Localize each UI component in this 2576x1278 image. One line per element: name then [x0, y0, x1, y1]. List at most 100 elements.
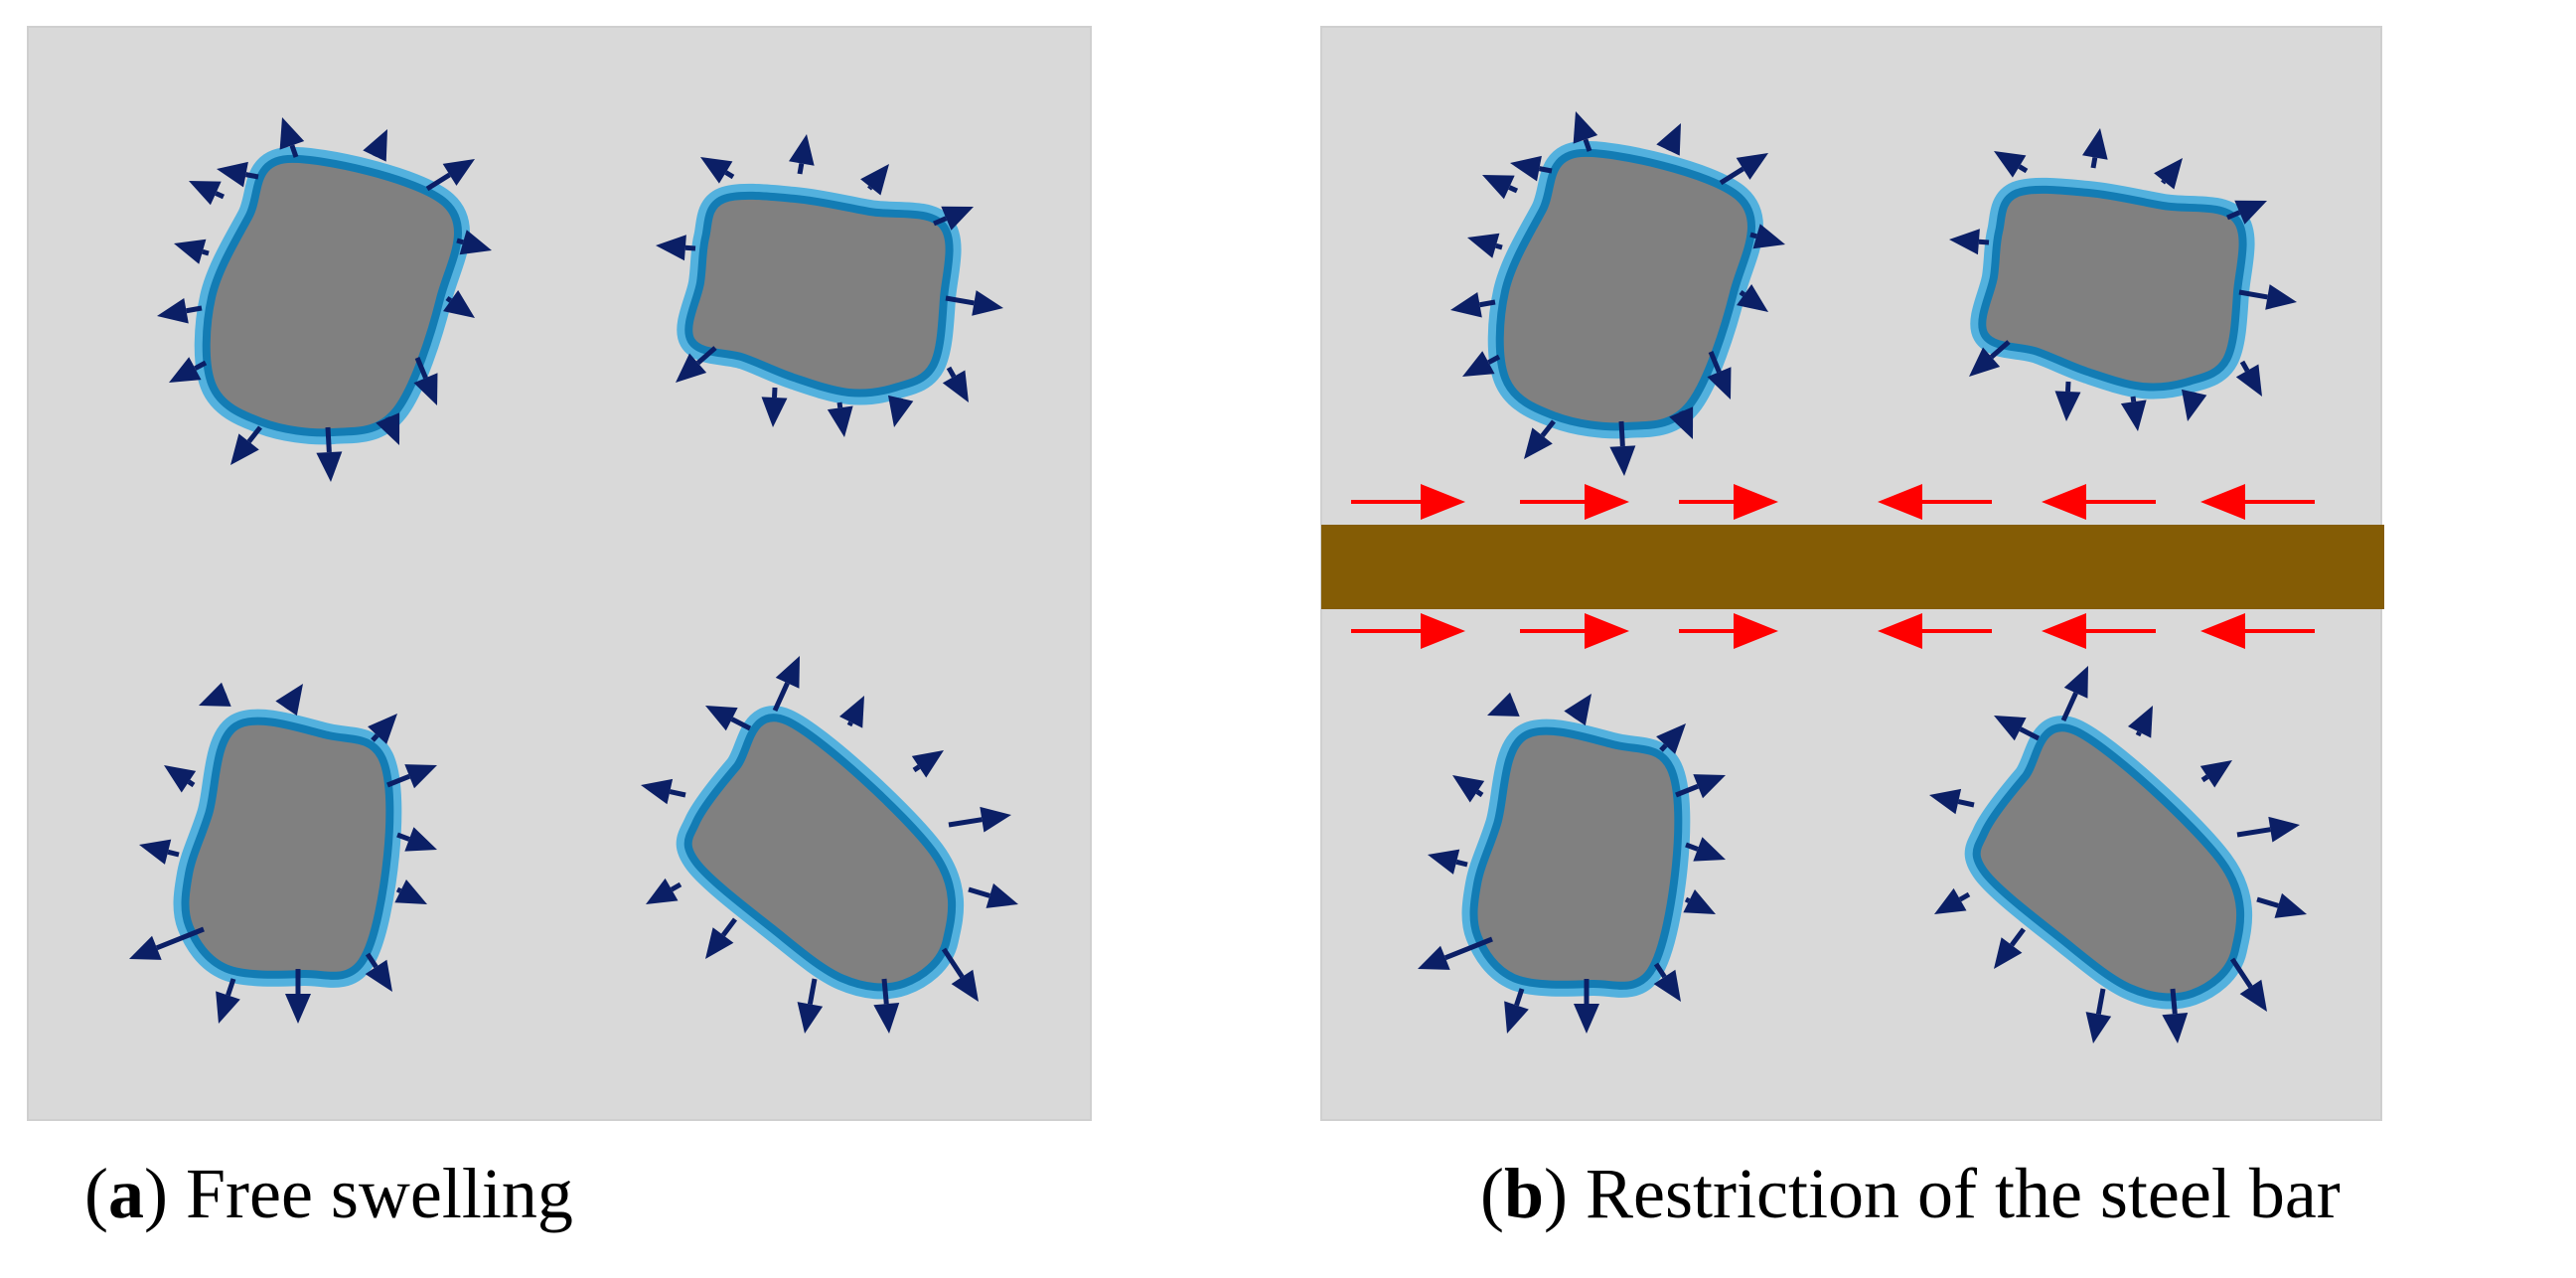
arrow-outward-icon: [1609, 420, 1636, 476]
arrow-outward-icon: [1656, 723, 1686, 754]
aggregate-particle: [129, 682, 437, 1024]
arrow-outward-icon: [873, 978, 900, 1034]
arrow-outward-icon: [2082, 128, 2108, 169]
aggregate-core: [1986, 193, 2239, 384]
arrow-outward-icon: [217, 161, 259, 188]
arrow-outward-icon: [1524, 419, 1556, 459]
aggregate-particle: [1929, 666, 2307, 1043]
arrow-outward-icon: [2238, 284, 2297, 310]
arrow-outward-icon: [425, 159, 475, 192]
panel-b-letter: b: [1503, 1154, 1545, 1233]
arrow-outward-icon: [2256, 892, 2307, 918]
arrow-outward-icon: [676, 346, 717, 383]
arrow-outward-icon: [887, 395, 914, 427]
arrow-outward-icon: [1994, 927, 2026, 969]
arrow-outward-icon: [279, 117, 305, 158]
arrow-outward-icon: [1934, 887, 1971, 914]
arrow-outward-icon: [157, 297, 203, 324]
arrow-outward-icon: [285, 969, 311, 1024]
arrow-outward-icon: [396, 827, 437, 852]
arrow-outward-icon: [174, 239, 210, 264]
arrow-outward-icon: [933, 206, 974, 231]
aggregate-core: [210, 162, 454, 429]
arrow-outward-icon: [1685, 837, 1726, 862]
arrow-outward-icon: [139, 839, 180, 865]
arrow-outward-icon: [1719, 153, 1768, 186]
aggregate-core: [692, 199, 946, 390]
arrow-outward-icon: [199, 682, 231, 707]
arrow-outward-icon: [942, 366, 969, 402]
arrow-restraint-icon: [2042, 613, 2156, 649]
arrow-outward-icon: [827, 401, 853, 437]
arrow-outward-icon: [1482, 175, 1519, 200]
panel-a-caption: Free swelling: [185, 1154, 573, 1233]
arrow-outward-icon: [1994, 716, 2041, 741]
caption-panel-a: (a) Free swelling: [84, 1154, 573, 1233]
caption-panel-b: (b) Restriction of the steel bar: [1480, 1154, 2341, 1233]
arrow-outward-icon: [1994, 151, 2029, 178]
arrow-outward-icon: [2229, 957, 2267, 1012]
arrow-outward-icon: [169, 357, 208, 383]
arrow-outward-icon: [413, 357, 438, 405]
arrow-restraint-icon: [1679, 613, 1778, 649]
arrow-outward-icon: [2127, 706, 2153, 738]
arrow-outward-icon: [1683, 888, 1716, 914]
steel-bar: [1321, 525, 2384, 609]
arrow-outward-icon: [2162, 988, 2189, 1043]
arrow-outward-icon: [2154, 158, 2183, 190]
arrow-outward-icon: [316, 426, 343, 482]
arrow-outward-icon: [705, 706, 752, 731]
aggregate-particle: [656, 134, 1003, 437]
arrow-outward-icon: [2085, 988, 2112, 1043]
arrow-outward-icon: [363, 129, 387, 162]
aggregate-core: [189, 724, 386, 972]
arrow-outward-icon: [772, 656, 800, 713]
aggregate-core: [1503, 156, 1747, 423]
arrow-outward-icon: [1573, 111, 1598, 152]
arrow-outward-icon: [2236, 816, 2300, 843]
arrow-outward-icon: [646, 878, 682, 904]
arrow-outward-icon: [1450, 291, 1496, 318]
arrow-outward-icon: [368, 714, 397, 744]
arrow-outward-icon: [838, 696, 864, 728]
arrow-outward-icon: [1574, 979, 1599, 1034]
arrow-outward-icon: [2235, 360, 2262, 397]
arrow-outward-icon: [2226, 200, 2267, 225]
arrow-outward-icon: [1467, 233, 1503, 258]
arrow-outward-icon: [129, 926, 205, 960]
arrow-outward-icon: [797, 978, 824, 1034]
arrow-outward-icon: [2181, 389, 2207, 421]
arrow-outward-icon: [968, 882, 1018, 908]
arrow-outward-icon: [656, 235, 696, 261]
aggregate-core: [1980, 731, 2237, 994]
arrow-outward-icon: [275, 684, 303, 717]
arrow-outward-icon: [394, 879, 427, 904]
aggregate-particle: [1418, 692, 1726, 1034]
arrow-restraint-icon: [1520, 484, 1629, 520]
arrow-outward-icon: [1929, 788, 1975, 815]
arrow-restraint-icon: [1878, 484, 1992, 520]
aggregate-core: [691, 721, 949, 984]
panel-b: [1320, 26, 2384, 1121]
arrow-outward-icon: [700, 157, 735, 184]
arrow-outward-icon: [365, 952, 392, 992]
arrow-outward-icon: [2199, 760, 2232, 788]
arrow-outward-icon: [941, 947, 979, 1002]
arrow-outward-icon: [2054, 381, 2081, 421]
arrow-outward-icon: [376, 412, 400, 445]
arrow-outward-icon: [1564, 694, 1591, 726]
arrow-restraint-icon: [1520, 613, 1629, 649]
arrow-outward-icon: [1418, 936, 1493, 970]
aggregate-particle: [1450, 111, 1785, 476]
arrow-outward-icon: [386, 764, 437, 789]
arrow-outward-icon: [1949, 229, 1990, 255]
arrow-restraint-icon: [1679, 484, 1778, 520]
arrow-restraint-icon: [2200, 613, 2315, 649]
arrow-outward-icon: [216, 978, 240, 1024]
arrow-outward-icon: [1675, 774, 1726, 799]
arrow-restraint-icon: [2042, 484, 2156, 520]
arrow-outward-icon: [789, 134, 815, 175]
arrow-outward-icon: [2120, 396, 2147, 431]
arrow-outward-icon: [705, 917, 737, 959]
